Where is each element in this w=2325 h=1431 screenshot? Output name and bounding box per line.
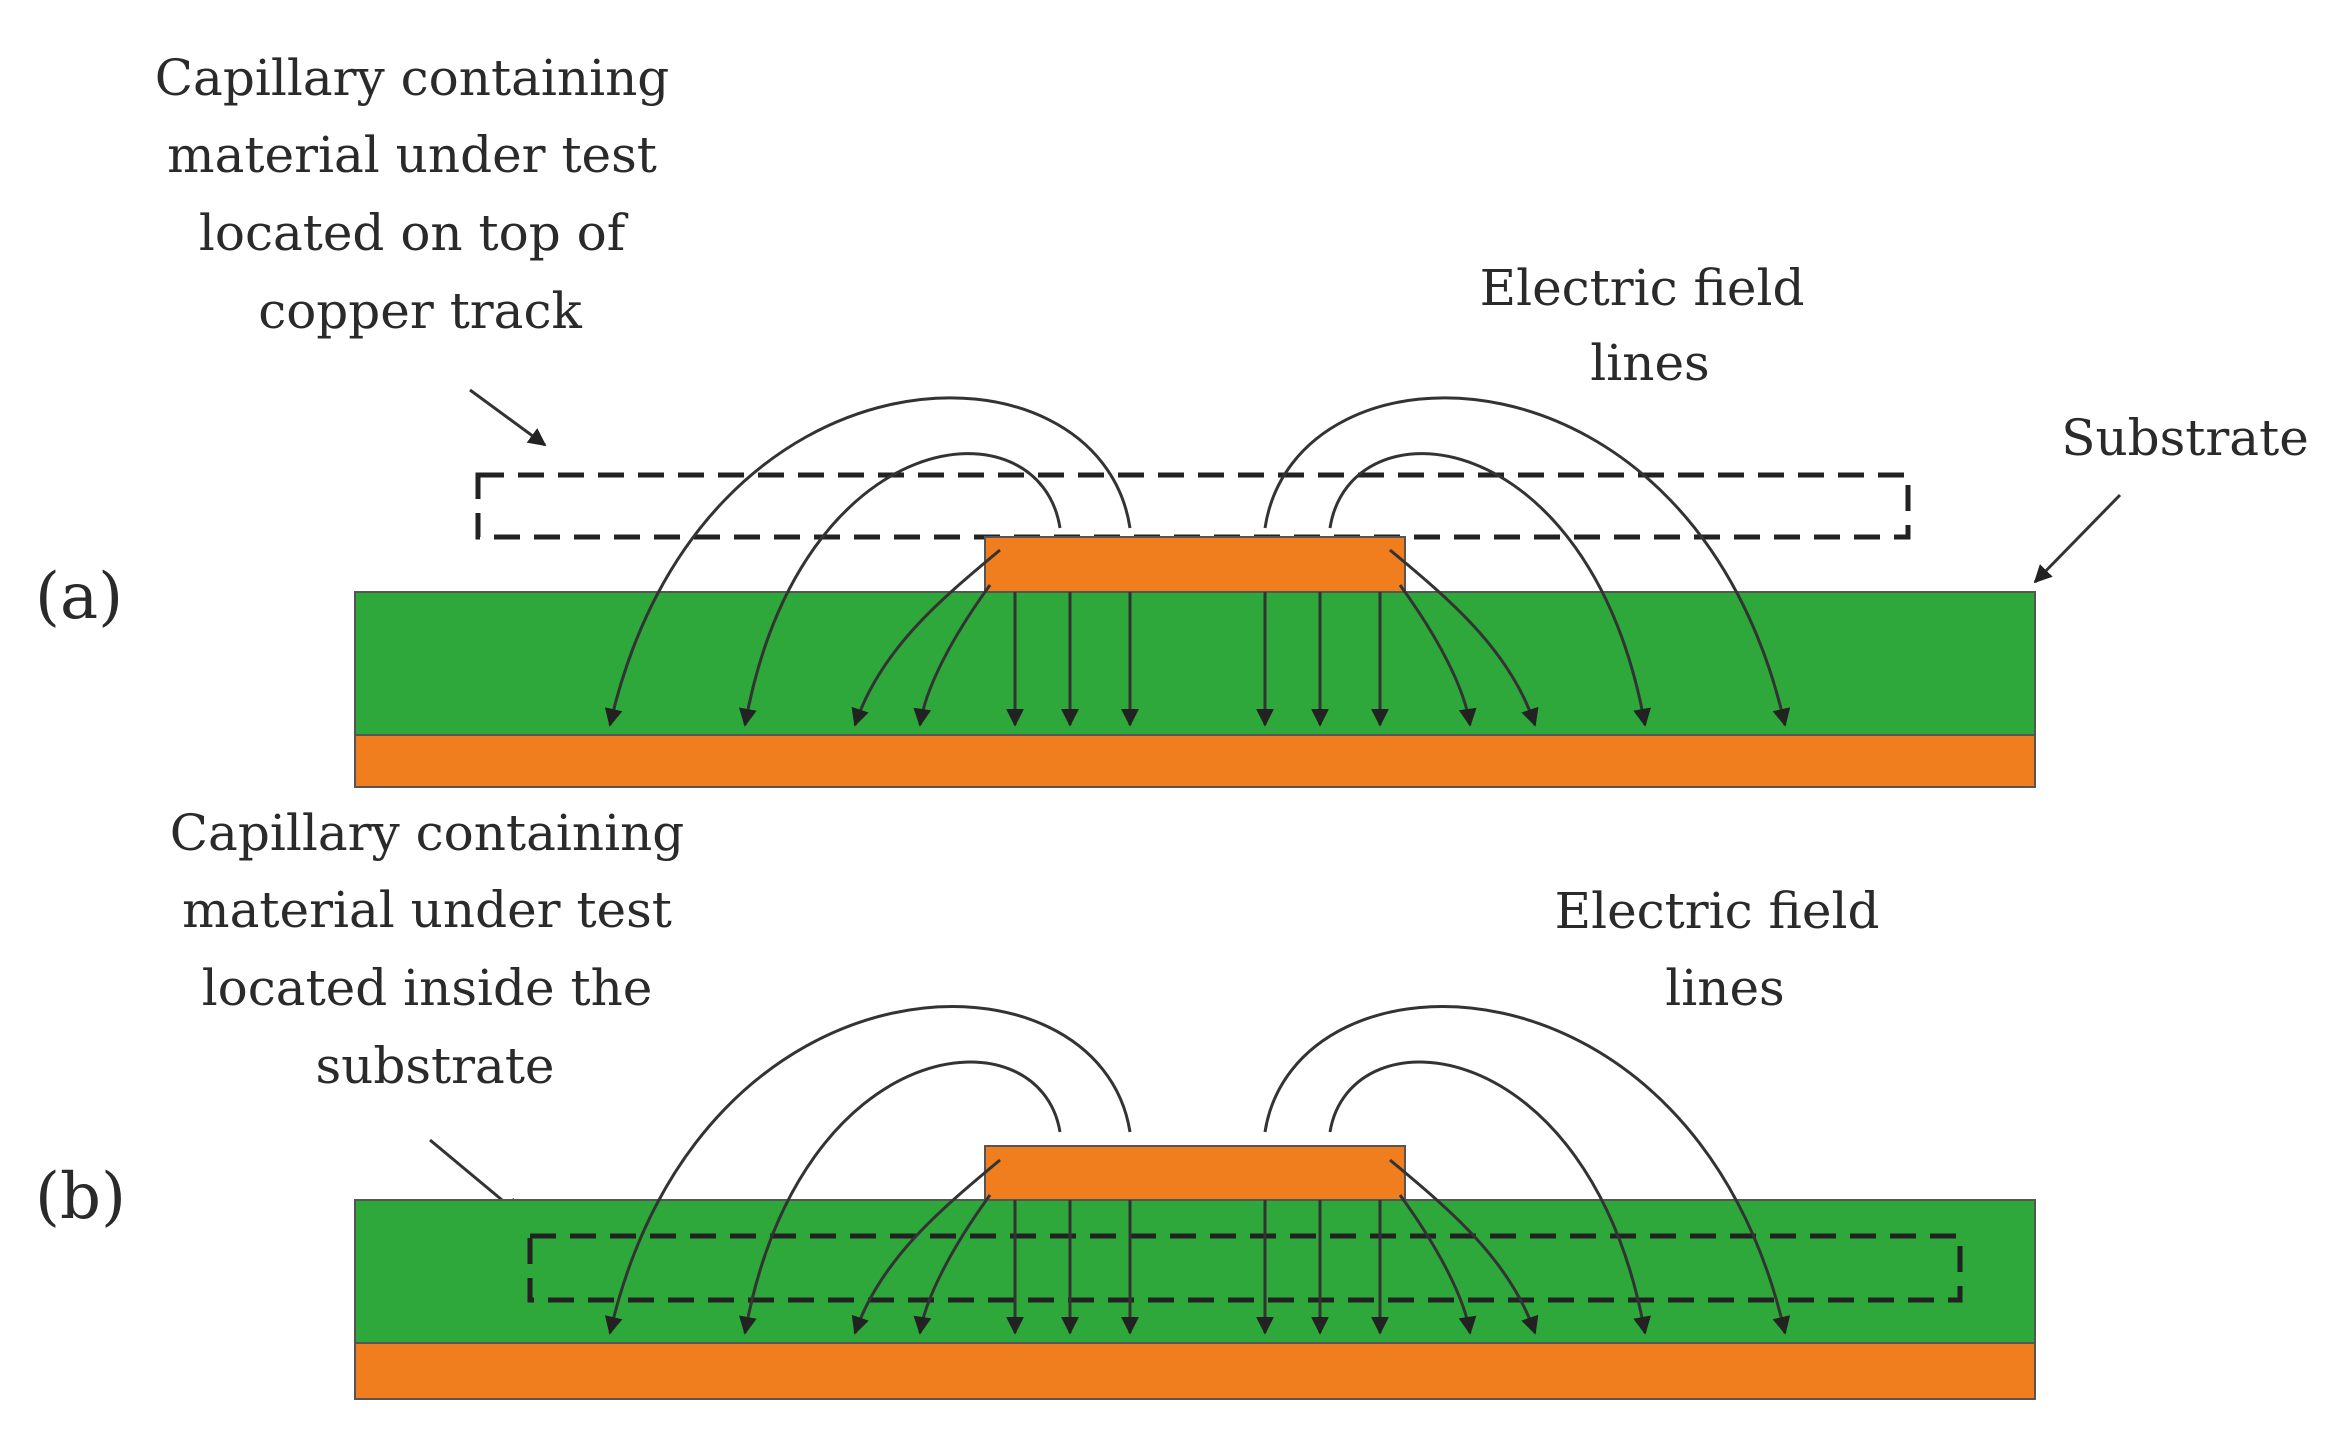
field-line xyxy=(1389,1158,1539,1335)
panel-b-capillary-label: Capillary containing material under test… xyxy=(170,804,700,1095)
panel-a-field-label: Electric field lines xyxy=(1480,259,1821,392)
field-lines-b xyxy=(604,1005,1791,1335)
field-line xyxy=(913,584,992,727)
field-line xyxy=(1263,1005,1791,1335)
field-line xyxy=(851,548,1001,727)
field-line xyxy=(851,1158,1001,1335)
panel-b-field-label: Electric field lines xyxy=(1555,882,1896,1017)
ground-plane xyxy=(354,1342,2036,1400)
panel-a-tag: (a) xyxy=(35,560,123,634)
field-line xyxy=(604,1005,1132,1335)
field-line xyxy=(739,1060,1062,1335)
ground-plane xyxy=(354,734,2036,788)
field-line xyxy=(1263,396,1791,727)
field-line xyxy=(739,452,1062,727)
field-lines-a xyxy=(604,396,1791,727)
substrate-layer xyxy=(354,591,2036,736)
field-line xyxy=(1398,1194,1477,1335)
capillary-outline xyxy=(527,1233,1963,1303)
substrate-label: Substrate xyxy=(2061,409,2309,467)
copper-track xyxy=(984,536,1406,593)
copper-track xyxy=(984,1145,1406,1201)
panel-b-tag: (b) xyxy=(35,1160,126,1234)
panel-a-capillary-label: Capillary containing material under test… xyxy=(155,49,685,340)
field-line xyxy=(1328,452,1651,727)
field-line xyxy=(1389,548,1539,727)
field-line xyxy=(1398,584,1477,727)
field-line xyxy=(913,1194,992,1335)
panel-a: (a) Capillary containing material under … xyxy=(35,49,2309,788)
field-line xyxy=(604,396,1132,727)
capillary-pointer-arrow xyxy=(469,388,547,447)
substrate-pointer-arrow xyxy=(2033,493,2122,584)
substrate-layer xyxy=(354,1199,2036,1344)
panel-b: (b) Capillary containing material under … xyxy=(35,804,2036,1400)
field-line xyxy=(1328,1060,1651,1335)
